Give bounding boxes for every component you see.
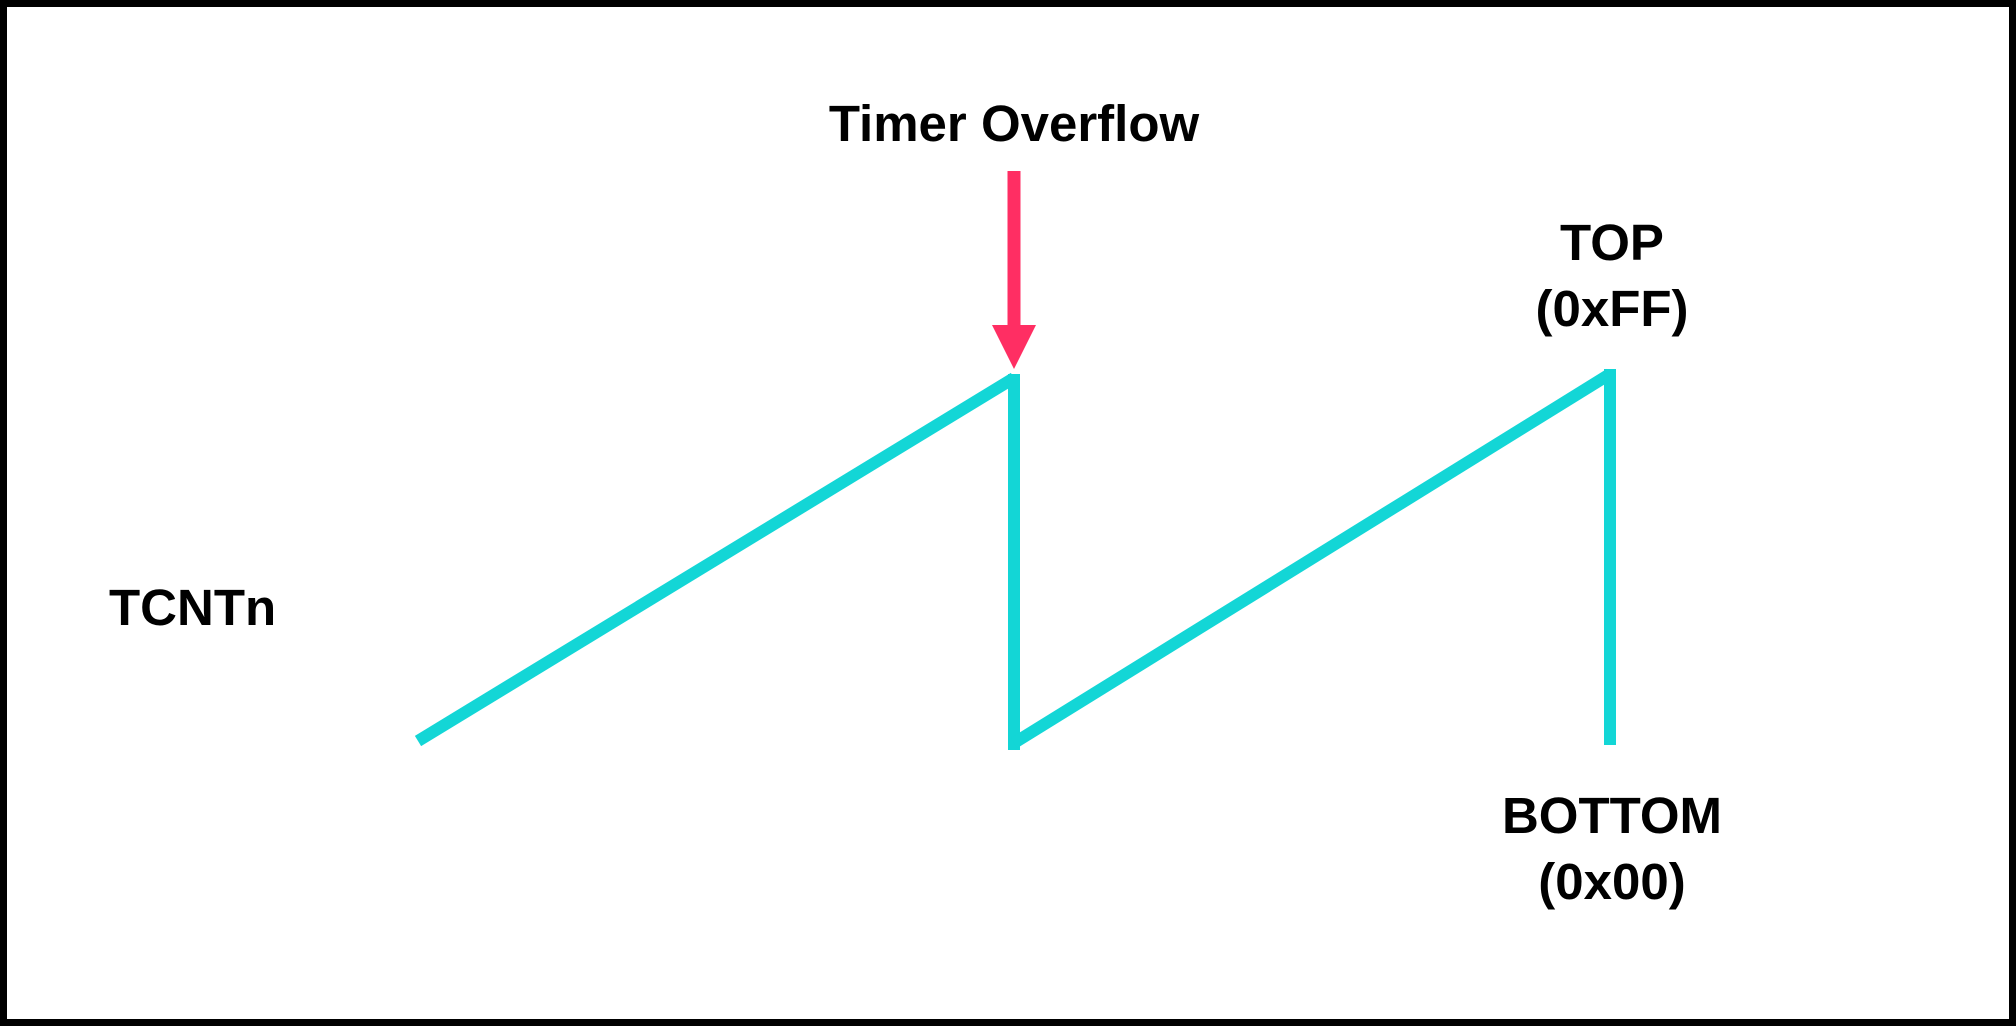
timer-counter-diagram: Timer Overflow TCNTn TOP (0xFF) BOTTOM (… <box>109 95 1722 910</box>
ramp-segment-1 <box>414 372 1018 747</box>
top-value: (0xFF) <box>1536 280 1689 337</box>
overflow-label: Timer Overflow <box>829 95 1200 152</box>
top-label: TOP <box>1560 214 1664 271</box>
bottom-value: (0x00) <box>1538 853 1685 910</box>
ramp-segment-2 <box>1010 368 1614 749</box>
bottom-label: BOTTOM <box>1502 787 1722 844</box>
register-label: TCNTn <box>109 579 276 636</box>
overflow-arrow <box>992 171 1036 369</box>
overflow-arrowhead <box>992 325 1036 369</box>
sawtooth-waveform <box>414 368 1616 750</box>
